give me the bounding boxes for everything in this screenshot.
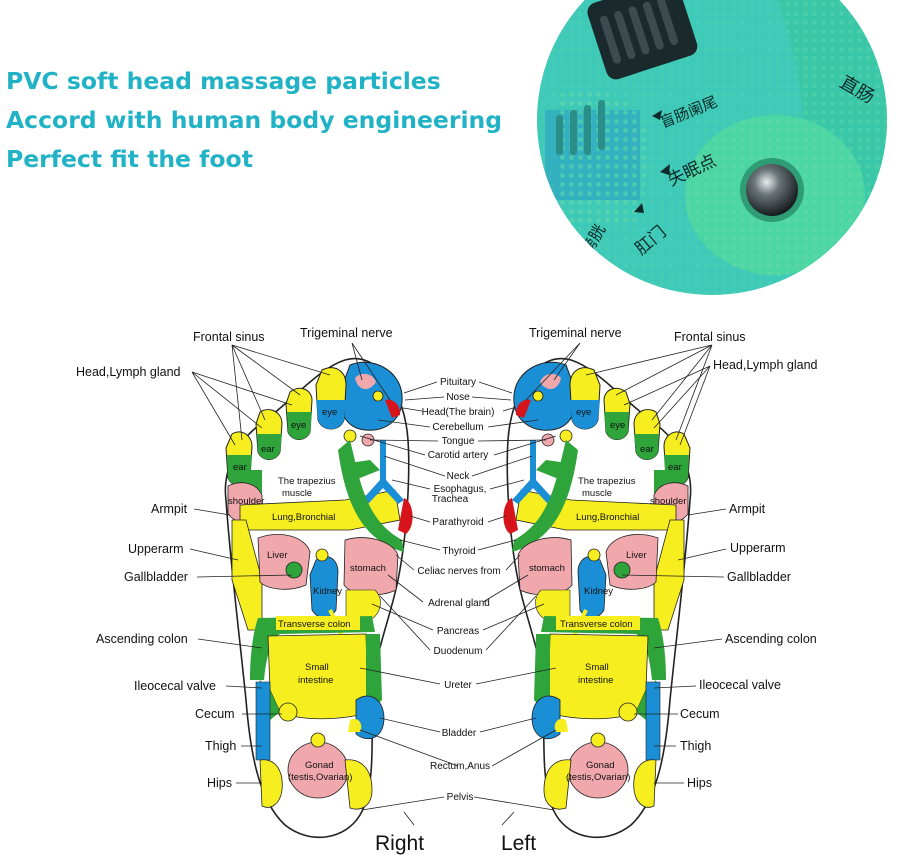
left-inner-small-2: intestine [578,675,613,686]
center-label-rectum: Rectum,Anus [430,761,490,772]
right-label-ascending-colon: Ascending colon [96,632,188,646]
left-inner-kidney: Kidney [584,586,613,597]
center-label-pelvis: Pelvis [447,792,474,803]
center-label-bladder: Bladder [442,728,477,739]
center-label-duodenum: Duodenum [434,646,483,657]
center-label-thyroid: Thyroid [442,546,475,557]
right-label-cecum: Cecum [195,707,235,721]
left-label-ileocecal: Ileocecal valve [699,678,781,692]
center-label-head-brain: Head(The brain) [422,407,495,418]
left-inner-trapezius-1: The trapezius [578,476,636,487]
left-inner-eye-1: eye [576,407,591,418]
left-inner-shoulder: shoulder [650,496,686,507]
right-label-frontal-sinus: Frontal sinus [193,330,265,344]
left-inner-eye-2: eye [610,420,625,431]
right-inner-ear-2: ear [233,462,247,473]
left-inner-gonad-2: (testis,Ovarian) [566,772,630,783]
left-inner-trapezius-2: muscle [582,488,612,499]
right-inner-transverse: Transverse colon [278,619,351,630]
right-inner-trapezius-1: The trapezius [278,476,336,487]
right-label-gallbladder: Gallbladder [124,570,188,584]
headline-block: PVC soft head massage particles Accord w… [6,62,502,179]
right-inner-gonad-2: (testis,Ovarian) [288,772,352,783]
right-inner-small-1: Small [305,662,329,673]
left-inner-ear-1: ear [640,444,654,455]
headline-line-3: Perfect fit the foot [6,145,253,173]
right-inner-shoulder: shoulder [228,496,264,507]
right-inner-ear-1: ear [261,444,275,455]
right-inner-stomach: stomach [350,563,386,574]
center-label-pituitary: Pituitary [440,377,476,388]
right-label-hips: Hips [207,776,232,790]
left-inner-small-1: Small [585,662,609,673]
center-label-pancreas: Pancreas [437,626,479,637]
left-foot-title: Left [501,832,536,855]
left-inner-ear-2: ear [668,462,682,473]
left-inner-gonad-1: Gonad [586,760,615,771]
center-label-parathyroid: Parathyroid [432,517,483,528]
right-inner-trapezius-2: muscle [282,488,312,499]
right-label-trigeminal: Trigeminal nerve [300,326,393,340]
headline-line-1: PVC soft head massage particles [6,67,441,95]
right-foot-title: Right [375,832,424,855]
center-label-tongue: Tongue [442,436,475,447]
left-inner-transverse: Transverse colon [560,619,633,630]
left-label-ascending-colon: Ascending colon [725,632,817,646]
left-label-gallbladder: Gallbladder [727,570,791,584]
left-label-trigeminal: Trigeminal nerve [529,326,622,340]
right-inner-kidney: Kidney [313,586,342,597]
center-label-esophagus: Esophagus, [434,484,487,495]
center-label-trachea: Trachea [432,494,469,505]
right-inner-liver: Liver [267,550,288,561]
right-inner-gonad-1: Gonad [305,760,334,771]
leader-lines [189,342,727,826]
left-label-upperarm: Upperarm [730,541,786,555]
center-label-neck: Neck [447,471,471,482]
massage-mat-photo: 盲肠阑尾 失眠点 肛门 直肠 膀胱 [537,0,887,295]
left-label-thigh: Thigh [680,739,711,753]
center-label-celiac: Celiac nerves from [417,566,500,577]
right-label-head-lymph: Head,Lymph gland [76,365,181,379]
left-label-frontal-sinus: Frontal sinus [674,330,746,344]
left-inner-lung: Lung,Bronchial [576,512,639,523]
right-inner-eye-2: eye [291,420,306,431]
left-inner-stomach: stomach [529,563,565,574]
right-inner-lung: Lung,Bronchial [272,512,335,523]
right-label-ileocecal: Ileocecal valve [134,679,216,693]
right-inner-small-2: intestine [298,675,333,686]
left-label-armpit: Armpit [729,502,766,516]
right-label-upperarm: Upperarm [128,542,184,556]
center-label-ureter: Ureter [444,680,472,691]
headline-line-2: Accord with human body engineering [6,106,503,134]
left-label-head-lymph: Head,Lymph gland [713,358,818,372]
right-label-armpit: Armpit [151,502,188,516]
center-label-nose: Nose [446,392,470,403]
right-inner-eye-1: eye [322,407,337,418]
right-label-thigh: Thigh [205,739,236,753]
left-inner-liver: Liver [626,550,647,561]
center-label-carotid: Carotid artery [428,450,489,461]
center-label-cerebellum: Cerebellum [432,422,483,433]
left-label-cecum: Cecum [680,707,720,721]
left-label-hips: Hips [687,776,712,790]
center-label-adrenal: Adrenal gland [428,598,490,609]
